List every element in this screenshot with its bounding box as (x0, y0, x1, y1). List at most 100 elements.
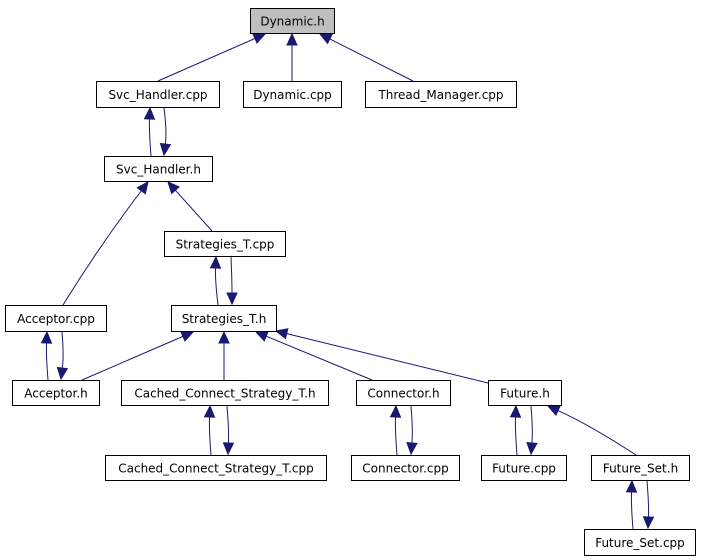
node-box (356, 380, 451, 406)
node-label: Future_Set.cpp (595, 536, 685, 550)
node-future-h[interactable]: Future.h (488, 380, 562, 406)
edge-line (163, 107, 167, 145)
arrowhead-icon (218, 330, 230, 344)
edge-thread-manager-cpp-to-dynamic-h (318, 33, 414, 82)
node-box (104, 156, 213, 182)
edge-future-set-cpp-to-future-set-h (625, 479, 638, 530)
edges-layer (40, 32, 655, 530)
arrowhead-icon (642, 516, 655, 530)
edge-acceptor-h-to-acceptor-cpp (40, 330, 53, 381)
node-label: Cached_Connect_Strategy_T.h (134, 387, 315, 401)
node-label: Acceptor.cpp (17, 312, 95, 326)
edge-line (514, 416, 518, 456)
edge-line (208, 416, 212, 456)
edge-line (62, 190, 142, 306)
edge-line (61, 331, 64, 369)
arrowhead-icon (406, 442, 418, 456)
edge-line (394, 416, 398, 456)
node-box (584, 529, 696, 556)
node-future-set-h[interactable]: Future_Set.h (591, 455, 690, 481)
node-acceptor-cpp[interactable]: Acceptor.cpp (5, 305, 107, 332)
edge-strategies-t-h-to-strategies-t-cpp (209, 255, 222, 306)
edge-line (157, 37, 256, 82)
edge-line (226, 405, 230, 444)
node-future-set-cpp[interactable]: Future_Set.cpp (584, 529, 696, 556)
node-label: Svc_Handler.h (116, 163, 201, 177)
node-dynamic-cpp[interactable]: Dynamic.cpp (243, 81, 342, 108)
arrowhead-icon (526, 442, 538, 456)
node-connector-cpp[interactable]: Connector.cpp (351, 455, 460, 481)
node-label: Svc_Handler.cpp (108, 88, 207, 102)
edge-strategies-t-cpp-to-strategies-t-h (226, 256, 238, 306)
edge-future-set-h-to-future-set-cpp (642, 480, 655, 530)
node-label: Connector.cpp (362, 462, 448, 476)
node-box (12, 380, 100, 406)
edge-cached-connect-strategy-t-cpp-to-cached-connect-strategy-t-h (203, 404, 216, 456)
arrowhead-icon (389, 404, 402, 418)
edge-acceptor-cpp-to-acceptor-h (56, 331, 69, 381)
edge-future-cpp-to-future-h (509, 404, 522, 456)
node-svc-handler-cpp[interactable]: Svc_Handler.cpp (96, 81, 220, 108)
edge-line (214, 267, 219, 306)
edge-svc-handler-cpp-to-svc-handler-h (159, 107, 172, 157)
arrowhead-icon (252, 33, 267, 44)
edge-svc-handler-h-to-svc-handler-cpp (143, 106, 156, 157)
node-box (5, 305, 107, 332)
node-box (243, 81, 342, 108)
edge-connector-h-to-connector-cpp (406, 405, 418, 456)
node-box (481, 455, 567, 481)
arrowhead-icon (56, 366, 69, 381)
node-dynamic-h: Dynamic.h (250, 8, 335, 34)
edge-line (81, 335, 184, 381)
node-strategies-t-cpp[interactable]: Strategies_T.cpp (164, 231, 286, 257)
edge-svc-handler-cpp-to-dynamic-h (157, 33, 267, 82)
edge-line (646, 480, 650, 518)
node-cached-connect-strategy-t-cpp[interactable]: Cached_Connect_Strategy_T.cpp (105, 455, 327, 481)
edge-connector-h-to-strategies-t-h (254, 331, 373, 381)
node-label: Strategies_T.h (182, 312, 267, 326)
edge-line (286, 333, 489, 384)
node-box (488, 380, 562, 406)
edge-acceptor-h-to-strategies-t-h (81, 331, 195, 381)
edge-dynamic-cpp-to-dynamic-h (286, 32, 298, 81)
node-label: Strategies_T.cpp (176, 238, 275, 252)
arrowhead-icon (143, 106, 156, 120)
node-label: Dynamic.cpp (253, 88, 332, 102)
arrowhead-icon (136, 181, 149, 195)
node-cached-connect-strategy-t-h[interactable]: Cached_Connect_Strategy_T.h (121, 380, 329, 406)
arrowhead-icon (159, 142, 172, 157)
edge-connector-cpp-to-connector-h (389, 404, 402, 456)
arrowhead-icon (180, 331, 195, 342)
arrowhead-icon (318, 33, 333, 45)
edge-acceptor-cpp-to-svc-handler-h (62, 181, 149, 306)
edge-future-h-to-strategies-t-h (274, 328, 489, 384)
node-future-cpp[interactable]: Future.cpp (481, 455, 567, 481)
node-strategies-t-h[interactable]: Strategies_T.h (171, 305, 277, 332)
node-svc-handler-h[interactable]: Svc_Handler.h (104, 156, 213, 182)
node-box (351, 455, 460, 481)
node-acceptor-h[interactable]: Acceptor.h (12, 380, 100, 406)
node-label: Thread_Manager.cpp (377, 88, 503, 102)
node-label: Acceptor.h (24, 387, 88, 401)
edge-line (630, 491, 634, 530)
node-label: Connector.h (367, 387, 439, 401)
node-connector-h[interactable]: Connector.h (356, 380, 451, 406)
arrowhead-icon (286, 32, 298, 46)
edge-line (557, 410, 637, 456)
edge-strategies-t-cpp-to-svc-handler-h (167, 181, 213, 232)
node-label: Dynamic.h (260, 15, 324, 29)
node-box (250, 8, 335, 34)
node-label: Future.cpp (492, 462, 556, 476)
edge-line (329, 38, 414, 82)
edge-line (45, 342, 49, 381)
arrowhead-icon (254, 331, 269, 342)
node-label: Cached_Connect_Strategy_T.cpp (118, 462, 314, 476)
node-thread-manager-cpp[interactable]: Thread_Manager.cpp (365, 81, 517, 108)
edge-future-set-h-to-future-h (546, 405, 637, 456)
node-box (96, 81, 220, 108)
edge-line (410, 405, 413, 444)
node-box (591, 455, 690, 481)
node-label: Future.h (500, 387, 550, 401)
